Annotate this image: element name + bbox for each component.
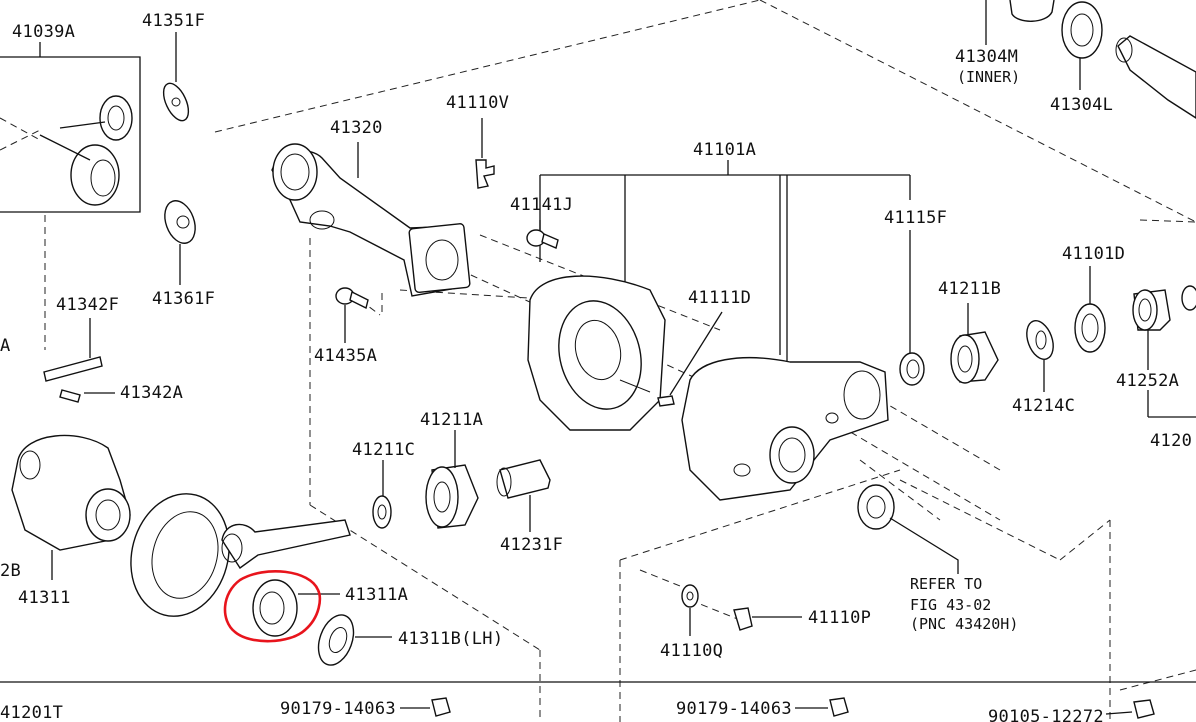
label-41211A: 41211A	[420, 410, 483, 430]
label-41304L: 41304L	[1050, 95, 1113, 115]
label-41311: 41311	[18, 588, 71, 608]
part-41039A-gears	[39, 95, 133, 206]
part-labels: 41039A 41351F 41304M (INNER) 41304L 4111…	[0, 11, 1192, 722]
label-41101A: 41101A	[693, 140, 756, 160]
part-41252A	[1132, 285, 1196, 370]
label-41252A: 41252A	[1116, 371, 1179, 391]
part-41311A	[252, 579, 340, 637]
part-41214C	[1026, 320, 1054, 392]
part-41435A	[335, 287, 369, 343]
label-41110P: 41110P	[808, 608, 871, 628]
label-41211B: 41211B	[938, 279, 1001, 299]
part-41111D	[657, 311, 723, 407]
label-41141J: 41141J	[510, 195, 573, 215]
part-41342A	[59, 389, 115, 403]
part-41211A	[425, 430, 479, 529]
label-41101D: 41101D	[1062, 244, 1125, 264]
part-ring-gear-pinion	[130, 493, 351, 617]
label-41342A: 41342A	[120, 383, 183, 403]
part-41141J	[526, 220, 559, 249]
label-inner: (INNER)	[957, 68, 1020, 86]
label-refer-line1: REFER TO	[910, 575, 982, 593]
bracket-41101A	[539, 160, 911, 362]
label-41320: 41320	[330, 118, 383, 138]
label-41201T: 41201T	[0, 703, 63, 722]
highlight-mark	[223, 569, 322, 643]
label-41115F: 41115F	[884, 208, 947, 228]
label-41342F: 41342F	[56, 295, 119, 315]
bottom-nuts	[400, 697, 1155, 719]
label-41211C: 41211C	[352, 440, 415, 460]
label-90179-a: 90179-14063	[280, 699, 396, 719]
part-41304-group	[985, 0, 1196, 119]
part-41311B	[317, 614, 392, 666]
label-41351F: 41351F	[142, 11, 205, 31]
part-41110V	[475, 118, 495, 189]
label-90105: 90105-12272	[988, 707, 1104, 722]
part-41110Q	[681, 584, 699, 636]
part-refer-seal	[857, 484, 959, 574]
label-41231F: 41231F	[500, 535, 563, 555]
part-41361F	[164, 200, 196, 285]
label-41214C: 41214C	[1012, 396, 1075, 416]
label-edge-2b: 2B	[0, 561, 21, 581]
label-41111D: 41111D	[688, 288, 751, 308]
part-41342F	[43, 318, 103, 382]
label-90179-b: 90179-14063	[676, 699, 792, 719]
label-41110Q: 41110Q	[660, 641, 723, 661]
part-41320-tube	[271, 142, 471, 297]
label-41110V: 41110V	[446, 93, 509, 113]
label-edge-a: A	[0, 336, 11, 356]
parts	[11, 0, 1196, 719]
part-41231F	[496, 459, 551, 532]
part-41101A-housing-rear	[681, 357, 889, 501]
part-41101A-housing-front	[527, 275, 666, 431]
label-refer-line2: FIG 43-02	[910, 596, 991, 614]
frames	[0, 42, 1196, 683]
part-41115F	[899, 230, 925, 386]
part-41101D	[1074, 266, 1106, 353]
part-41110P	[733, 607, 802, 631]
label-41039A: 41039A	[12, 22, 75, 42]
part-41351F	[162, 32, 190, 122]
label-41311A: 41311A	[345, 585, 408, 605]
part-41311-case	[11, 434, 131, 580]
part-41211B	[950, 303, 999, 384]
part-41211C	[372, 460, 392, 529]
label-41311B: 41311B(LH)	[398, 629, 503, 649]
label-41435A: 41435A	[314, 346, 377, 366]
label-refer-line3: (PNC 43420H)	[910, 615, 1018, 633]
label-41304M: 41304M	[955, 47, 1018, 67]
label-edge-4120: 4120	[1150, 431, 1192, 451]
label-41361F: 41361F	[152, 289, 215, 309]
